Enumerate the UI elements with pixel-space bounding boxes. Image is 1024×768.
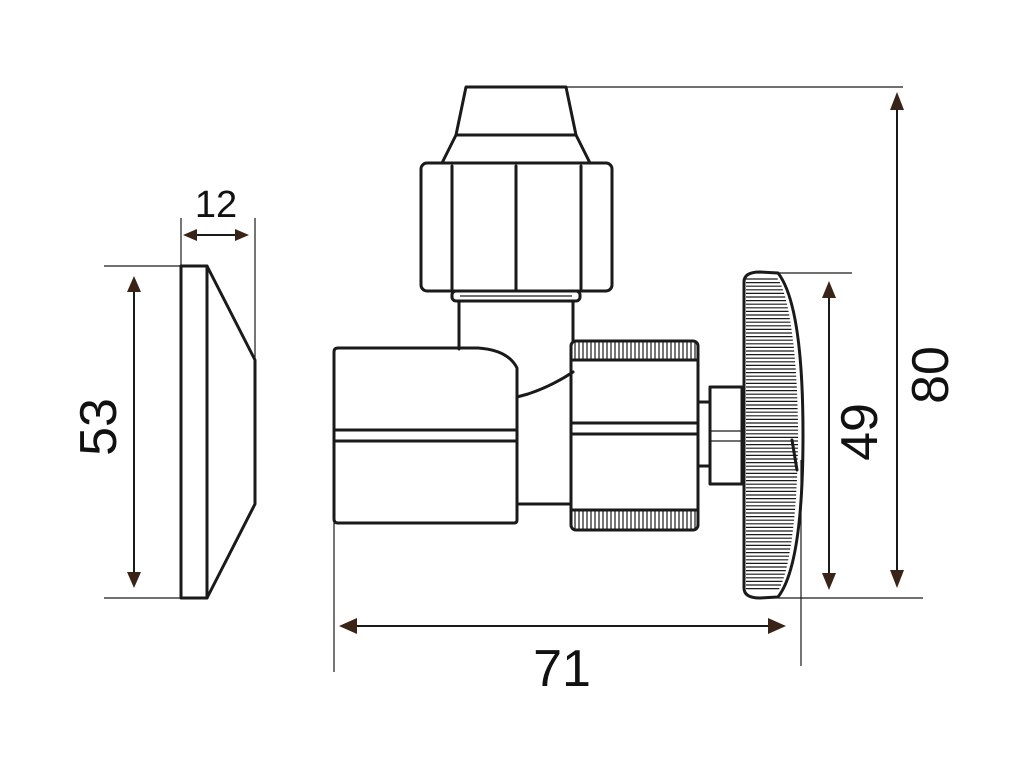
cover-cap-side-view (179, 264, 257, 600)
dimension-label-49: 49 (831, 403, 889, 461)
dimension-cap-diameter: 53 (70, 276, 141, 588)
compression-nut (419, 85, 614, 303)
dimension-overall-length: 71 (339, 618, 786, 698)
dimension-cap-thickness: 12 (183, 184, 249, 241)
dimension-label-12: 12 (195, 184, 237, 226)
dimension-label-53: 53 (70, 398, 128, 456)
extension-lines (104, 86, 923, 672)
valve-handle (742, 270, 805, 600)
dimension-handle-diameter: 49 (822, 281, 889, 590)
dimension-label-71: 71 (533, 640, 591, 698)
inlet-hex (332, 346, 519, 525)
outlet-hex (569, 339, 700, 532)
spindle (696, 385, 744, 486)
dimension-label-80: 80 (902, 346, 960, 404)
valve-body (457, 300, 575, 506)
dimension-overall-height: 80 (890, 92, 960, 588)
